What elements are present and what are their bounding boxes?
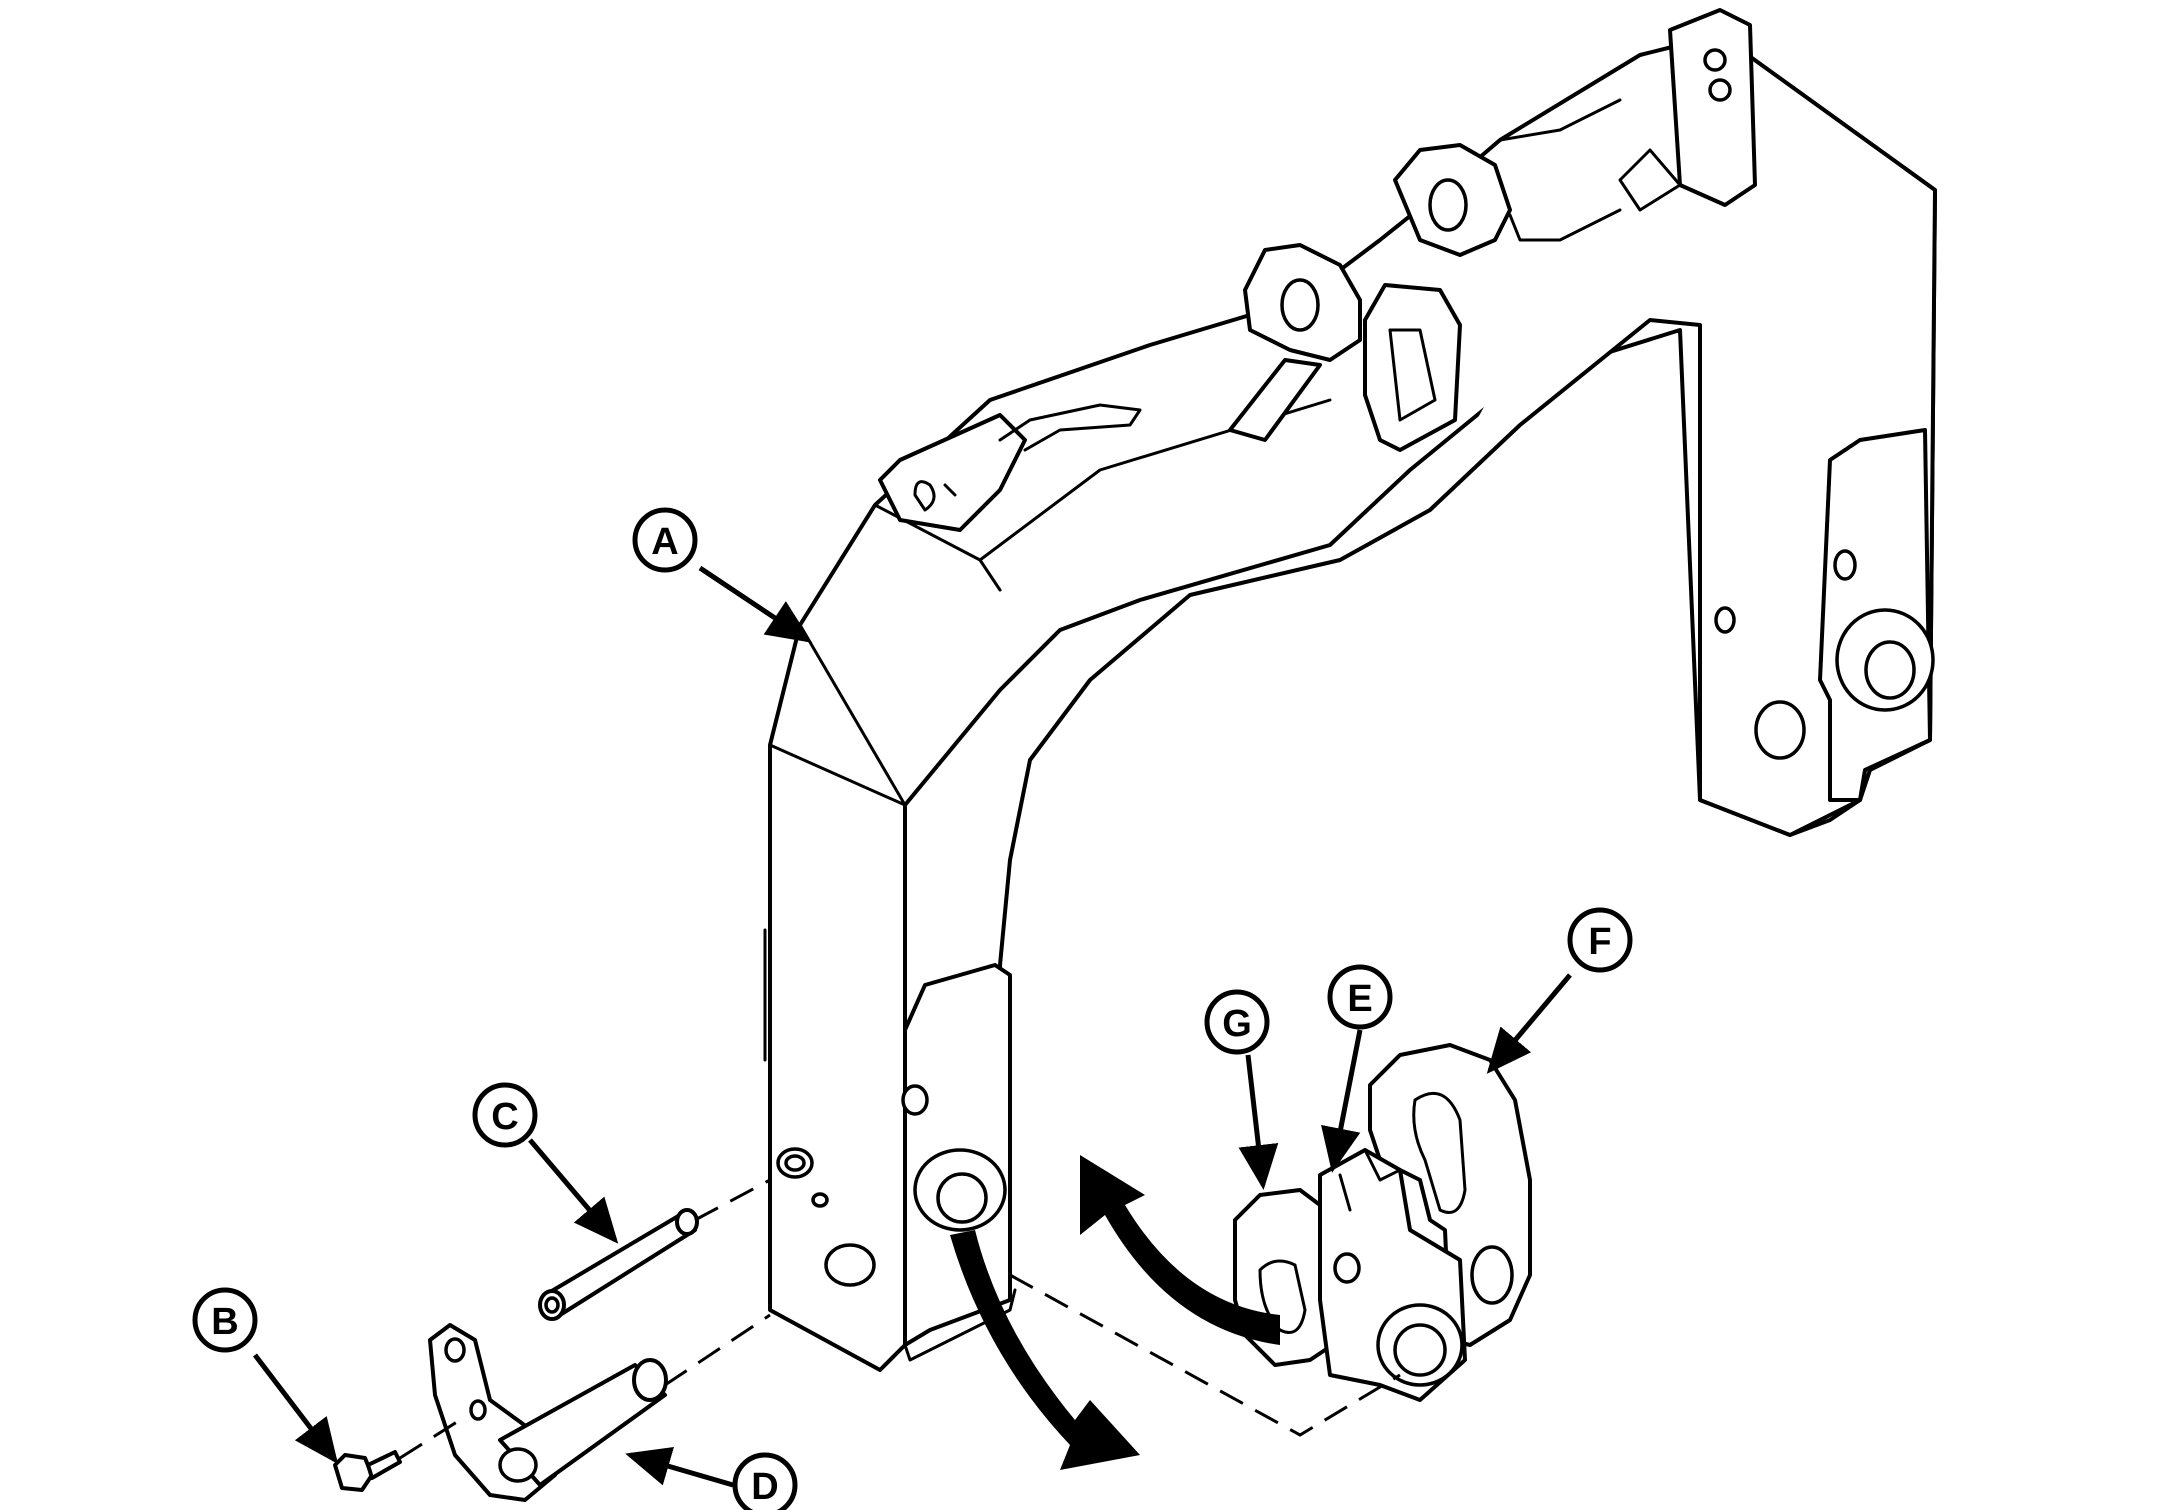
bolt-b-shank	[366, 1450, 402, 1480]
rear-plate-base	[1618, 148, 1682, 212]
callout-a-ring	[632, 507, 698, 573]
frame-hole-right-small	[1714, 606, 1736, 634]
frame-hole-left-small	[811, 1192, 829, 1208]
frame-hole-right-lower	[1754, 700, 1806, 760]
pin-d	[428, 1323, 668, 1502]
callout-e-ring	[1327, 964, 1393, 1030]
frame-top-brackets	[878, 8, 1757, 532]
rear-plate	[1668, 8, 1757, 207]
callout-d-label: D	[751, 1466, 778, 1508]
latch-e-hole-large-inner	[1393, 1323, 1447, 1377]
callout-e-label: E	[1347, 978, 1372, 1020]
hook-f-slot	[1412, 1091, 1467, 1214]
bolt-b-head	[333, 1453, 374, 1492]
leader-b	[253, 1353, 339, 1464]
top-link-slot	[1228, 358, 1322, 442]
frame-holes	[776, 549, 1935, 1287]
rotation-arrows	[950, 1155, 1280, 1470]
pin-c-body	[543, 1213, 697, 1317]
lug-left-hole	[1280, 278, 1320, 332]
rear-plate-hole-top	[1703, 48, 1727, 72]
lug-right-hole	[1428, 178, 1468, 232]
callout-g: G	[1204, 989, 1270, 1055]
top-bar-edge	[1498, 98, 1622, 242]
frame-left-leg-edge	[763, 928, 1017, 1362]
callout-f-label: F	[1588, 921, 1611, 963]
leader-c	[528, 1138, 619, 1244]
frame-pivot-left-boss	[901, 1084, 929, 1116]
leader-e	[1321, 1029, 1363, 1173]
rotation-arrow-up-icon	[1080, 1155, 1280, 1345]
dash-pivot-to-hook	[1009, 1273, 1401, 1437]
latch-rod	[998, 403, 1142, 452]
latch-e-hole-small	[1333, 1252, 1361, 1284]
top-link-bracket	[1363, 283, 1462, 452]
hook-f-hole	[1470, 1245, 1514, 1305]
rotation-arrow-down-icon	[950, 1230, 1140, 1470]
callout-d: D	[732, 1452, 798, 1510]
frame-pivot-left-inner	[936, 1172, 988, 1224]
callout-e: E	[1327, 964, 1393, 1030]
assembly-lines	[399, 1178, 1401, 1460]
pin-d-plate-hole-mid	[469, 1399, 487, 1421]
bolt-b	[333, 1450, 402, 1492]
callout-d-ring	[732, 1452, 798, 1510]
callout-f-ring	[1567, 907, 1633, 973]
rear-plate-hole-bottom	[1708, 78, 1732, 102]
callout-a: A	[632, 507, 698, 573]
frame-hole-left-upper-inner	[784, 1154, 806, 1172]
callout-b-label: B	[211, 1301, 238, 1343]
pin-d-shaft-end	[632, 1358, 668, 1402]
callout-b: B	[192, 1287, 258, 1353]
leaders	[253, 565, 1572, 1488]
callout-c-ring	[472, 1082, 538, 1148]
callout-g-label: G	[1222, 1003, 1252, 1045]
callout-f: F	[1567, 907, 1633, 973]
latch-bracket-key	[913, 480, 957, 512]
leader-a	[698, 565, 813, 643]
hook-g-slot	[1258, 1259, 1307, 1334]
top-link-bracket-inner	[1388, 328, 1437, 422]
callout-b-ring	[192, 1287, 258, 1353]
callout-g-ring	[1204, 989, 1270, 1055]
latch-bracket-left	[878, 413, 1027, 532]
dash-pin-d-plate	[399, 1418, 461, 1460]
callout-a-label: A	[651, 521, 678, 563]
frame-top-edge	[768, 398, 1332, 807]
leader-f	[1486, 973, 1572, 1074]
pin-c-end-near-hole	[544, 1296, 560, 1314]
callout-c: C	[472, 1082, 538, 1148]
frame-hole-left-lower	[824, 1243, 876, 1287]
callout-c-label: C	[491, 1096, 518, 1138]
leader-g	[1238, 1054, 1279, 1190]
dash-pin-c	[694, 1178, 771, 1222]
dash-pin-d	[664, 1313, 771, 1387]
latch-e-step	[1338, 1148, 1402, 1212]
leader-d	[625, 1446, 734, 1488]
pin-d-plate-hole-top	[444, 1337, 466, 1363]
hook-assembly	[1233, 1043, 1532, 1402]
pin-d-plate-hole-bottom	[498, 1447, 538, 1483]
pin-c	[538, 1208, 699, 1321]
frame-pivot-right-inner	[1864, 640, 1916, 700]
frame-pivot-right-boss	[1833, 549, 1857, 581]
pin-c-end-far	[675, 1208, 699, 1236]
